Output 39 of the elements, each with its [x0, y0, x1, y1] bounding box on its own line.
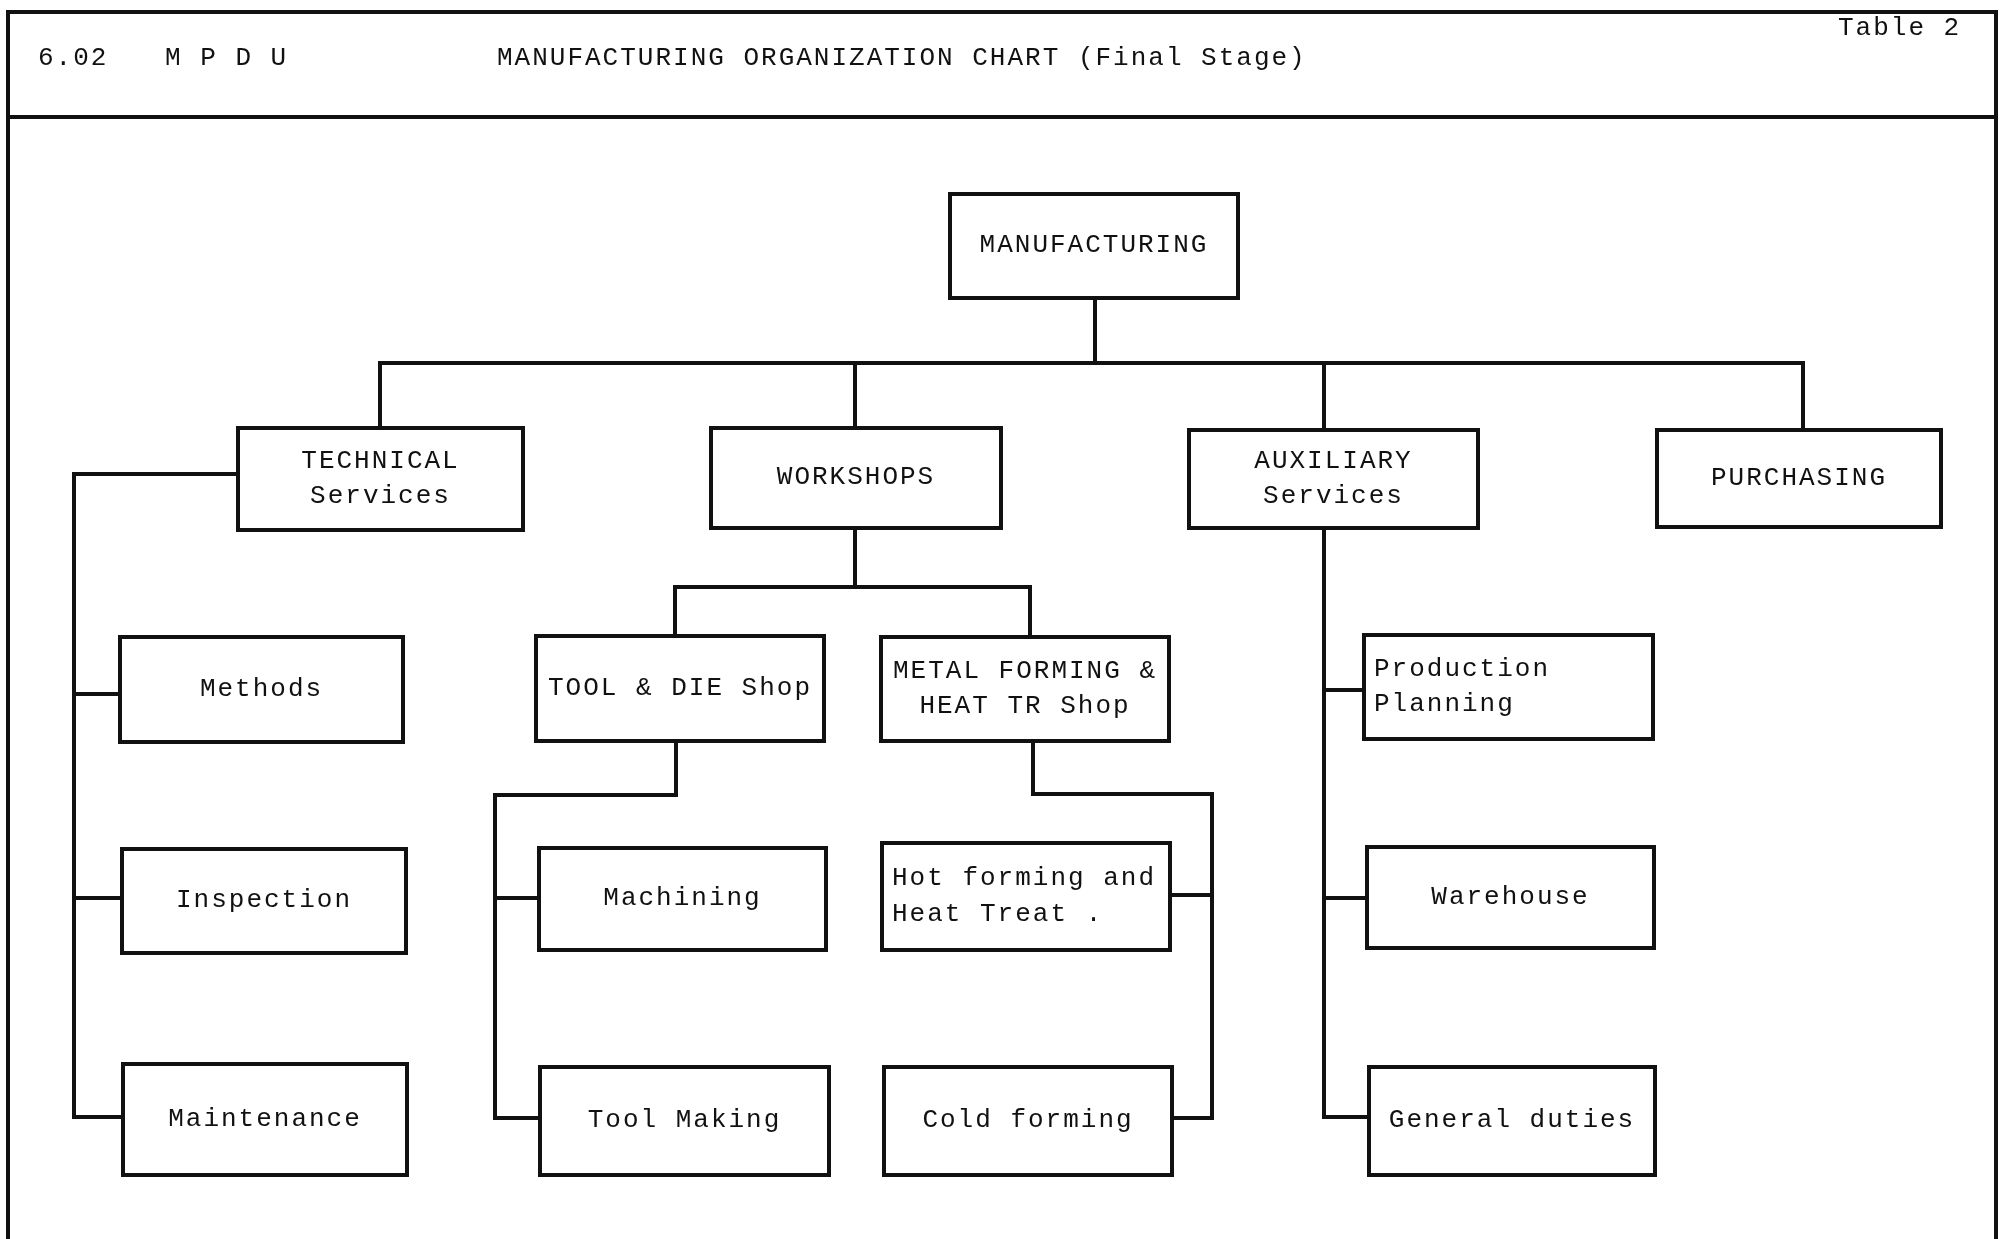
org-box [1365, 845, 1656, 950]
box-label: Production Planning [1374, 652, 1552, 721]
org-box [880, 841, 1172, 952]
org-box [1367, 1065, 1657, 1177]
box-label: Cold forming [922, 1104, 1134, 1138]
org-box [118, 635, 405, 744]
header-label: M P D U [165, 43, 289, 73]
box-label: Hot forming and Heat Treat . [892, 862, 1158, 931]
box-label: TECHNICAL Services [300, 444, 461, 513]
box-label: MANUFACTURING [979, 229, 1209, 263]
box-label: General duties [1388, 1104, 1636, 1138]
org-box [879, 635, 1171, 743]
table-number: Table 2 [1838, 13, 1962, 43]
org-box [1187, 428, 1480, 530]
org-box [121, 1062, 409, 1177]
box-label: AUXILIARY Services [1253, 444, 1414, 513]
org-box [709, 426, 1003, 530]
box-label: Tool Making [587, 1104, 782, 1138]
header-label: 6.02 [38, 43, 109, 73]
box-label: TOOL & DIE Shop [547, 671, 812, 705]
org-box [538, 1065, 831, 1177]
box-label: Maintenance [168, 1102, 362, 1136]
org-box [120, 847, 408, 955]
org-box [236, 426, 525, 532]
box-label: PURCHASING [1711, 461, 1887, 495]
box-label: METAL FORMING & HEAT TR Shop [891, 654, 1158, 723]
connector-line [853, 530, 1032, 635]
org-box [882, 1065, 1174, 1177]
box-label: Methods [199, 672, 324, 706]
org-box [948, 192, 1240, 300]
org-box [537, 846, 828, 952]
box-label: Warehouse [1431, 880, 1590, 914]
chart-title: MANUFACTURING ORGANIZATION CHART (Final Stage) [497, 43, 1307, 73]
org-box [1362, 633, 1655, 741]
box-label: WORKSHOPS [776, 461, 936, 495]
box-label: Inspection [176, 884, 352, 918]
org-box [534, 634, 826, 743]
org-box [1655, 428, 1943, 529]
box-label: Machining [603, 882, 762, 916]
